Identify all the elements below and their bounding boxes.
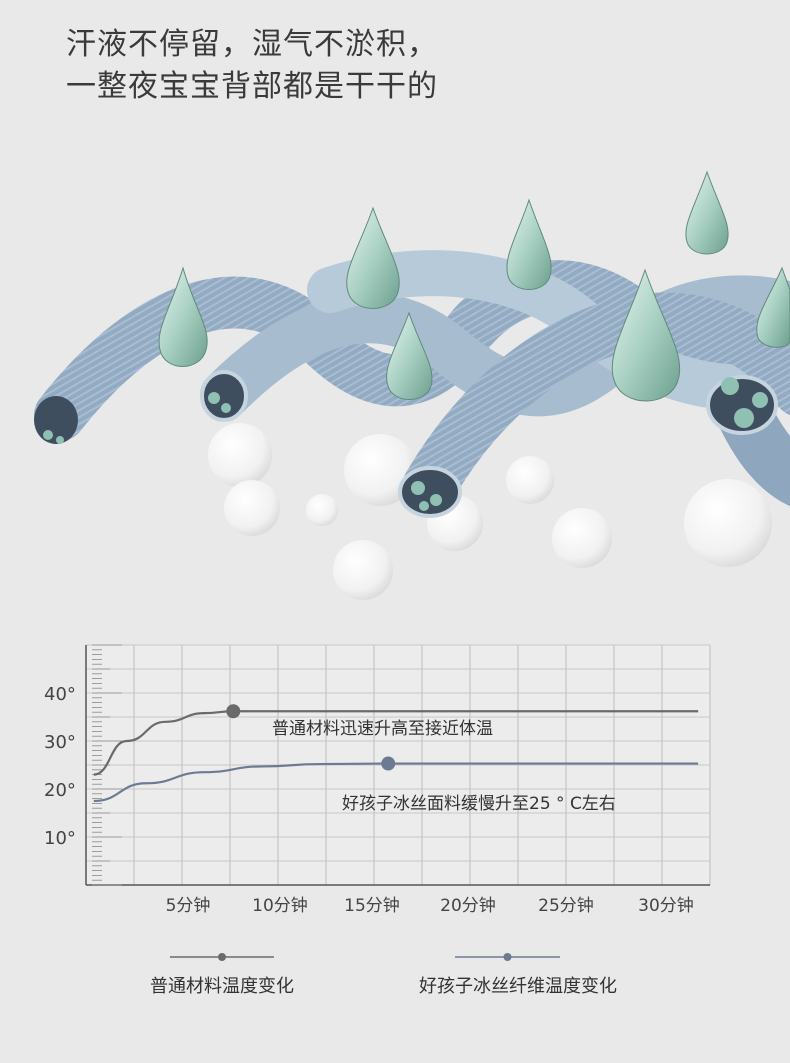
legend-label-2: 好孩子冰丝纤维温度变化 — [419, 976, 617, 997]
x-tick-label: 25分钟 — [538, 896, 594, 916]
chart-axes — [85, 644, 710, 886]
x-tick-label: 15分钟 — [344, 896, 400, 916]
sweat-balls — [208, 423, 772, 600]
x-tick-label: 5分钟 — [166, 896, 211, 916]
series-annotation-2: 好孩子冰丝面料缓慢升至25 ° C左右 — [342, 793, 616, 814]
legend-marker-1 — [218, 953, 226, 961]
tube-openings — [34, 370, 778, 518]
y-tick-label: 10° — [44, 828, 76, 849]
y-tick-label: 30° — [44, 732, 76, 753]
x-tick-label: 10分钟 — [252, 896, 308, 916]
headline-line-2: 一整夜宝宝背部都是干干的 — [66, 69, 438, 104]
headline: 汗液不停留，湿气不淤积， 一整夜宝宝背部都是干干的 — [66, 24, 438, 108]
legend-marker-2 — [503, 953, 512, 961]
series-marker-1 — [226, 704, 241, 719]
x-tick-label: 20分钟 — [440, 896, 496, 916]
legend-label-1: 普通材料温度变化 — [150, 976, 294, 997]
series-line-2 — [93, 762, 699, 803]
temperature-chart-svg: 10° 20° 30° 40° 5分钟 10分钟 15分钟 20分钟 25分钟 30分钟 普通材料迅… — [44, 644, 711, 997]
series-line-1 — [93, 710, 699, 776]
chart-series — [93, 704, 699, 803]
chart-grid — [86, 644, 711, 886]
x-tick-label: 30分钟 — [638, 896, 694, 916]
water-droplets — [158, 170, 790, 402]
series-annotation-1: 普通材料迅速升高至接近体温 — [272, 719, 493, 739]
series-marker-2 — [381, 756, 396, 771]
y-tick-label: 40° — [44, 684, 76, 705]
headline-line-1: 汗液不停留，湿气不淤积， — [66, 27, 438, 62]
y-tick-label: 20° — [44, 780, 76, 801]
chart-legend: 普通材料温度变化 好孩子冰丝纤维温度变化 — [150, 953, 617, 997]
chart-labels: 10° 20° 30° 40° 5分钟 10分钟 15分钟 20分钟 25分钟 30分钟 普通材料迅… — [44, 684, 694, 916]
temperature-chart: 10° 20° 30° 40° 5分钟 10分钟 15分钟 20分钟 25分钟 30分钟 普通材料迅… — [0, 630, 790, 1059]
fiber-illustration — [34, 170, 790, 600]
